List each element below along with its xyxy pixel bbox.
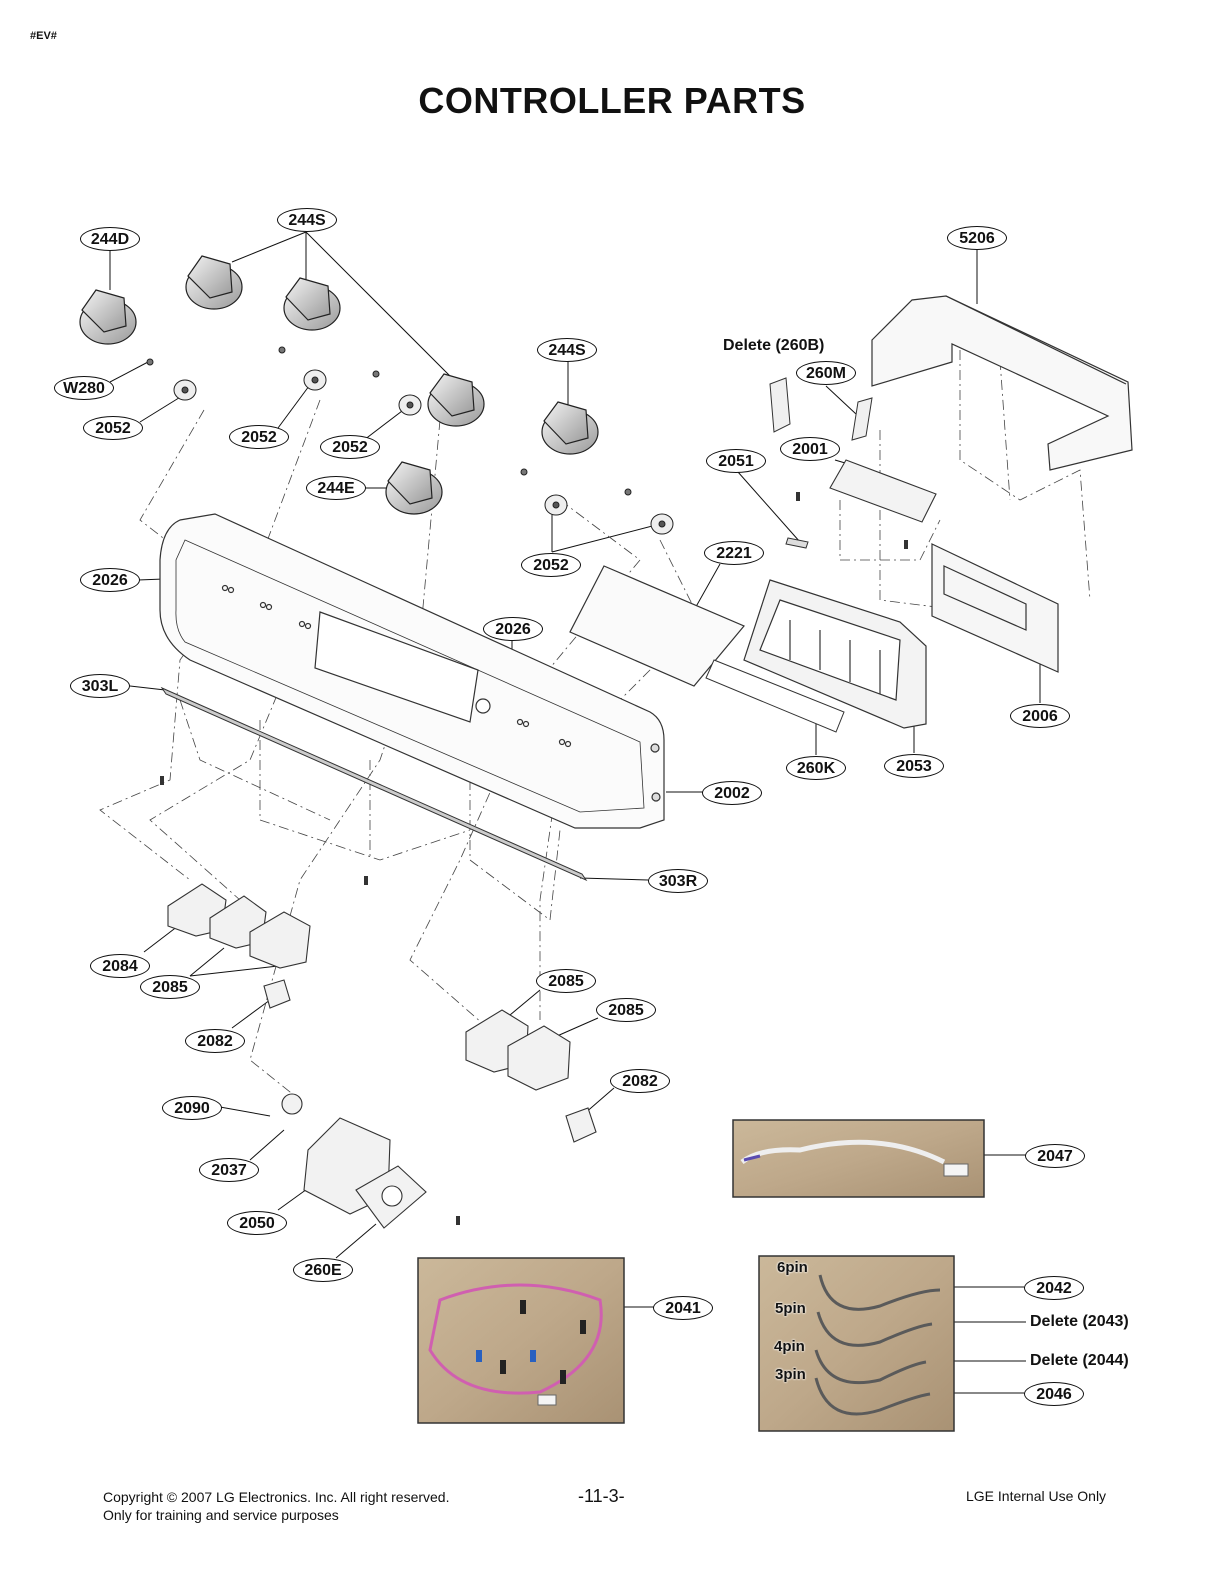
keypad-260K [705,659,845,733]
photo-harness-2047 [732,1119,985,1198]
callout-2041: 2041 [653,1296,713,1320]
callout-244S: 244S [537,338,597,362]
callout-260K: 260K [786,756,846,780]
callout-2084: 2084 [90,954,150,978]
clip-2051 [785,537,809,549]
washers-2052 [146,346,674,535]
callout-2046: 2046 [1024,1382,1084,1406]
pin-label-3pin: 3pin [775,1366,806,1383]
callout-2002: 2002 [702,781,762,805]
pin-label-4pin: 4pin [774,1338,805,1355]
callout-2037: 2037 [199,1158,259,1182]
callout-260M: 260M [796,361,856,385]
callout-244D: 244D [80,227,140,251]
document-tag: #EV# [30,30,57,42]
callout-2053: 2053 [884,754,944,778]
photo-harness-2041 [417,1257,625,1424]
pin-label-5pin: 5pin [775,1300,806,1317]
board-2006 [931,543,1059,673]
knob-244S-mid [283,277,341,331]
callout-2090: 2090 [162,1096,222,1120]
bracket-2001 [829,459,937,523]
page-number: -11-3- [578,1486,625,1506]
knob-244D [79,289,137,345]
callout-2085: 2085 [140,975,200,999]
screws [160,492,908,1225]
callout-5206: 5206 [947,226,1007,250]
pin-label-6pin: 6pin [777,1259,808,1276]
parts-260B-260M [769,377,873,441]
knob-244S-far [541,401,599,455]
callout-2026: 2026 [80,568,140,592]
callout-2052: 2052 [229,425,289,449]
knob-244S-right [427,373,485,427]
training-text: Only for training and service purposes [103,1507,339,1523]
page-title: CONTROLLER PARTS [418,80,806,121]
label-delete-260B: Delete (260B) [723,337,825,354]
callout-2050: 2050 [227,1211,287,1235]
switch-group-left [167,883,311,1009]
callout-2082: 2082 [185,1029,245,1053]
callout-2047: 2047 [1025,1144,1085,1168]
trim-strip-303 [160,686,588,882]
callout-2085: 2085 [596,998,656,1022]
label-delete-2043: Delete (2043) [1030,1313,1129,1330]
glass-2221 [569,565,745,687]
callout-W280: W280 [54,376,114,400]
knob-244S-left [185,255,243,310]
callout-2221: 2221 [704,541,764,565]
callout-2006: 2006 [1010,704,1070,728]
callout-303L: 303L [70,674,130,698]
callout-260E: 260E [293,1258,353,1282]
callout-2052: 2052 [83,416,143,440]
copyright-text: Copyright © 2007 LG Electronics. Inc. Al… [103,1489,450,1505]
callout-2082: 2082 [610,1069,670,1093]
callout-303R: 303R [648,869,708,893]
callout-2042: 2042 [1024,1276,1084,1300]
photo-harness-2042-2046 [758,1255,955,1432]
callout-2085: 2085 [536,969,596,993]
callout-2052: 2052 [521,553,581,577]
callout-244E: 244E [306,476,366,500]
callout-2026: 2026 [483,617,543,641]
footer-copyright: Copyright © 2007 LG Electronics. Inc. Al… [103,1488,449,1524]
timer-2050 [281,1093,427,1229]
internal-use-note: LGE Internal Use Only [966,1488,1107,1504]
knob-244E [385,461,443,515]
frame-2053 [743,579,927,729]
callout-2001: 2001 [780,437,840,461]
control-panel-2002 [159,513,665,829]
callout-2051: 2051 [706,449,766,473]
callout-2052: 2052 [320,435,380,459]
callout-244S: 244S [277,208,337,232]
bracket-5206 [871,295,1133,471]
label-delete-2044: Delete (2044) [1030,1352,1129,1369]
switch-group-right [465,1009,597,1143]
